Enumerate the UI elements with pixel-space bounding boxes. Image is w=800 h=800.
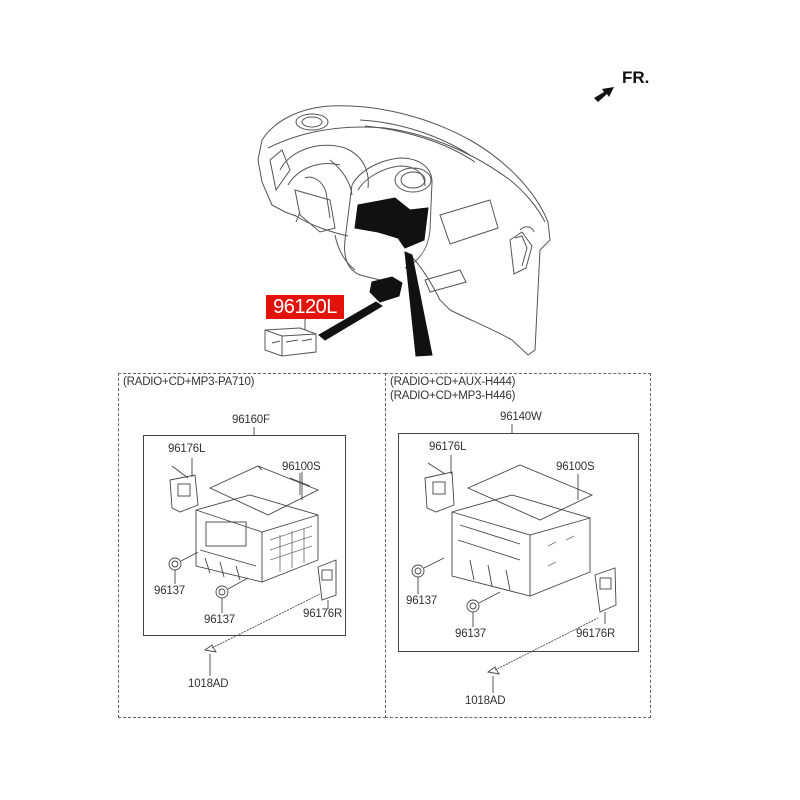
part-callout-96120L[interactable]: 96120L [266, 295, 344, 319]
assembly-label[interactable]: 96140W [500, 411, 542, 423]
variant-label: (RADIO+CD+MP3-PA710) [123, 376, 255, 388]
part-label-screw[interactable]: 1018AD [465, 695, 506, 707]
part-label-knob[interactable]: 96137 [455, 628, 486, 640]
part-label-cover[interactable]: 96100S [556, 461, 595, 473]
part-label-bracket-left[interactable]: 96176L [168, 443, 206, 455]
part-label-knob[interactable]: 96137 [406, 595, 437, 607]
assembly-label[interactable]: 96160F [232, 414, 270, 426]
part-label-bracket-right[interactable]: 96176R [576, 628, 616, 640]
part-label-screw[interactable]: 1018AD [188, 678, 229, 690]
part-label-bracket-right[interactable]: 96176R [303, 608, 343, 620]
front-arrow-icon [592, 84, 618, 104]
assembly-box-left [143, 435, 346, 636]
variant-label: (RADIO+CD+MP3-H446) [390, 390, 516, 402]
part-label-cover[interactable]: 96100S [282, 461, 321, 473]
part-label-knob[interactable]: 96137 [154, 585, 185, 597]
part-label-bracket-left[interactable]: 96176L [429, 441, 467, 453]
variant-panel-right [385, 373, 651, 718]
assembly-box-right [398, 433, 639, 652]
part-label-knob[interactable]: 96137 [204, 614, 235, 626]
variant-label: (RADIO+CD+AUX-H444) [390, 376, 516, 388]
front-direction-label: FR. [622, 68, 650, 87]
